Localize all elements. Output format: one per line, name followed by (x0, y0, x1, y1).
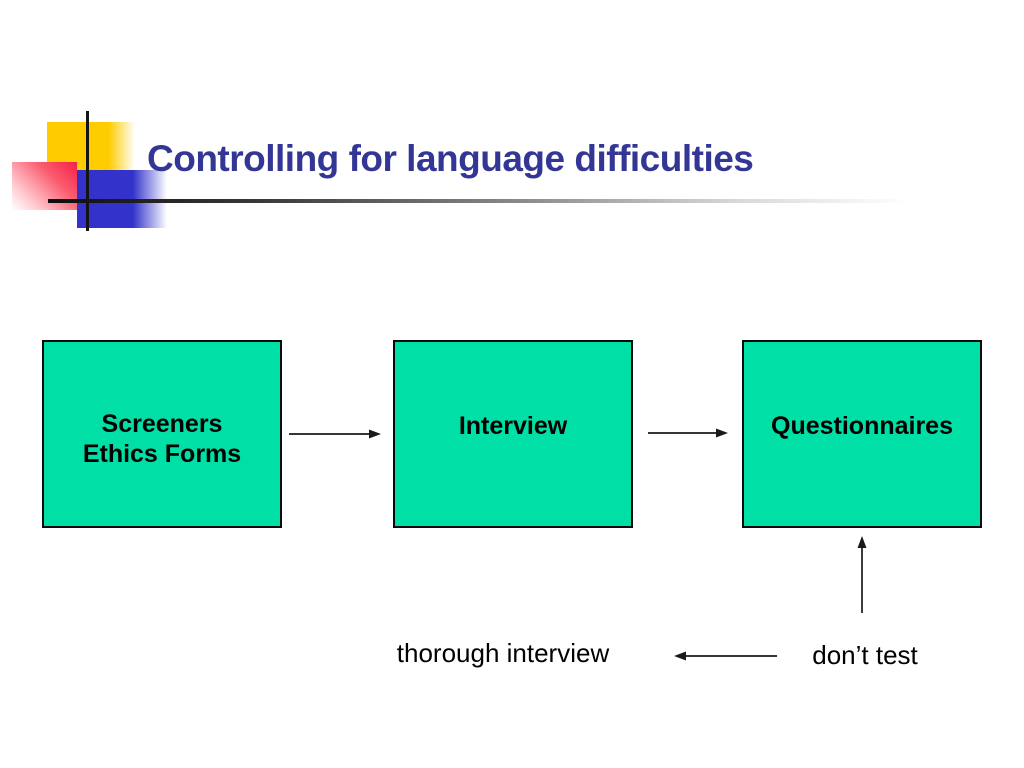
flow-box-label-line: Interview (458, 412, 568, 440)
arrow-left-dont-test-to-thorough-interview (674, 651, 777, 661)
decoration-vertical-line (86, 111, 89, 231)
arrow-right-interview-to-questionnaires (648, 428, 728, 438)
flow-box-label-line: Screeners (101, 410, 223, 438)
note-thorough-interview: thorough interview (396, 638, 610, 668)
page-title: Controlling for language difficulties (147, 138, 754, 179)
note-dont-test: don’t test (812, 640, 918, 670)
arrow-up-dont-test-to-questionnaires (857, 536, 867, 613)
flow-box-label-line: Ethics Forms (82, 440, 242, 468)
flow-box-questionnaires: Questionnaires (742, 340, 982, 528)
title-underline-rule (48, 199, 908, 203)
arrow-right-screeners-to-interview (289, 429, 381, 439)
flow-box-label-line: Questionnaires (771, 412, 953, 440)
flow-box-interview: Interview (393, 340, 633, 528)
flow-box-screeners-ethics-forms: Screeners Ethics Forms (42, 340, 282, 528)
